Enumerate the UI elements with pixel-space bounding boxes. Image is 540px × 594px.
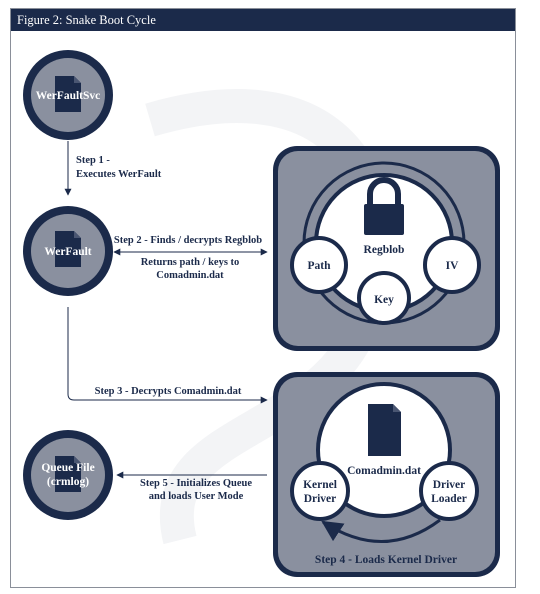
queue-file-label: Queue File [41,462,94,474]
step1-label: Step 1 - [76,155,110,166]
driver-loader-node: Driver Loader [419,461,479,521]
step2-return-sublabel: Comadmin.dat [156,270,224,281]
key-label: Key [374,294,394,306]
kernel-driver-sublabel: Driver [304,493,337,505]
step5-sublabel: and loads User Mode [149,491,244,502]
step3-label: Step 3 - Decrypts Comadmin.dat [95,386,242,397]
queue-file-node: Queue File (crmlog) [23,430,113,520]
step5-label: Step 5 - Initializes Queue [140,478,252,489]
werfaultsvc-label: WerFaultSvc [36,90,101,102]
document-icon [368,404,401,456]
driver-loader-sublabel: Loader [431,493,467,505]
path-node: Path [290,236,348,294]
iv-label: IV [446,260,459,272]
werfaultsvc-node: WerFaultSvc [23,50,113,140]
step4-label: Step 4 - Loads Kernel Driver [315,554,457,566]
figure-title: Figure 2: Snake Boot Cycle [11,9,515,31]
step1-sublabel: Executes WerFault [76,169,162,180]
comadmin-box: Comadmin.dat Kernel Driver Driver Loader… [273,372,500,577]
regblob-label: Regblob [364,244,405,256]
werfault-label: WerFault [44,246,91,258]
step4-arrow [321,518,441,543]
step3-arrow [67,307,268,404]
kernel-driver-label: Kernel [303,479,337,491]
path-label: Path [308,260,332,272]
iv-node: IV [423,236,481,294]
padlock-icon [364,177,404,235]
step2-label: Step 2 - Finds / decrypts Regblob [114,235,262,246]
werfault-node: WerFault [23,206,113,296]
kernel-driver-node: Kernel Driver [290,461,350,521]
driver-loader-label: Driver [433,479,466,491]
key-node: Key [357,271,411,325]
step2-return-label: Returns path / keys to [141,257,240,268]
queue-file-sublabel: (crmlog) [47,476,89,488]
comadmin-label: Comadmin.dat [347,465,421,477]
regblob-box: Regblob Path IV Key [273,146,500,351]
